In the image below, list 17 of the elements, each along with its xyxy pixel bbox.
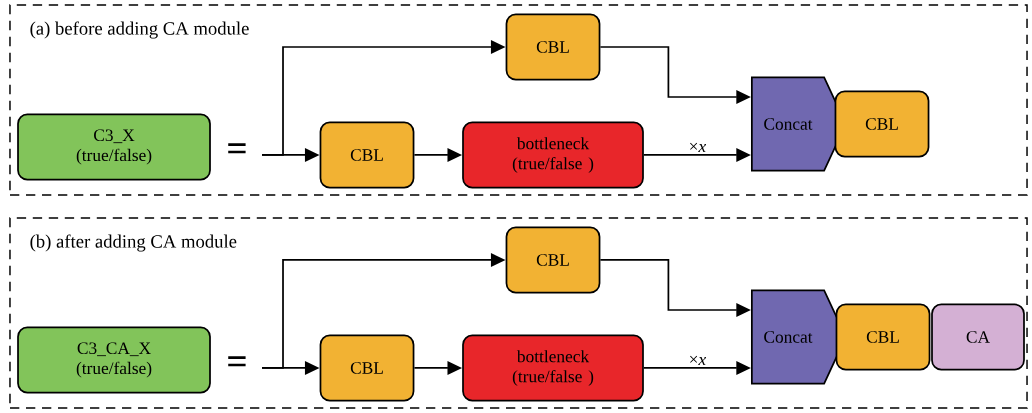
equals-sign: = [228,143,246,154]
edge-label: ×x [687,354,708,367]
concat-pentagon: Concat [751,289,847,385]
process-box: CBL [319,334,415,402]
process-box: CBL [835,303,931,371]
process-box: CA [931,303,1025,371]
process-box: bottleneck (true/false ) [462,334,644,402]
concat-pentagon: Concat [751,76,847,172]
edge-label: ×x [687,141,708,154]
module-box: C3_CA_X (true/false) [17,326,211,394]
module-box: C3_X (true/false) [17,113,211,181]
equals-sign: = [228,356,246,367]
process-box: CBL [505,13,601,81]
process-box: CBL [505,226,601,294]
process-box: CBL [834,90,930,158]
process-box: bottleneck (true/false ) [462,121,644,189]
process-box: CBL [319,121,415,189]
